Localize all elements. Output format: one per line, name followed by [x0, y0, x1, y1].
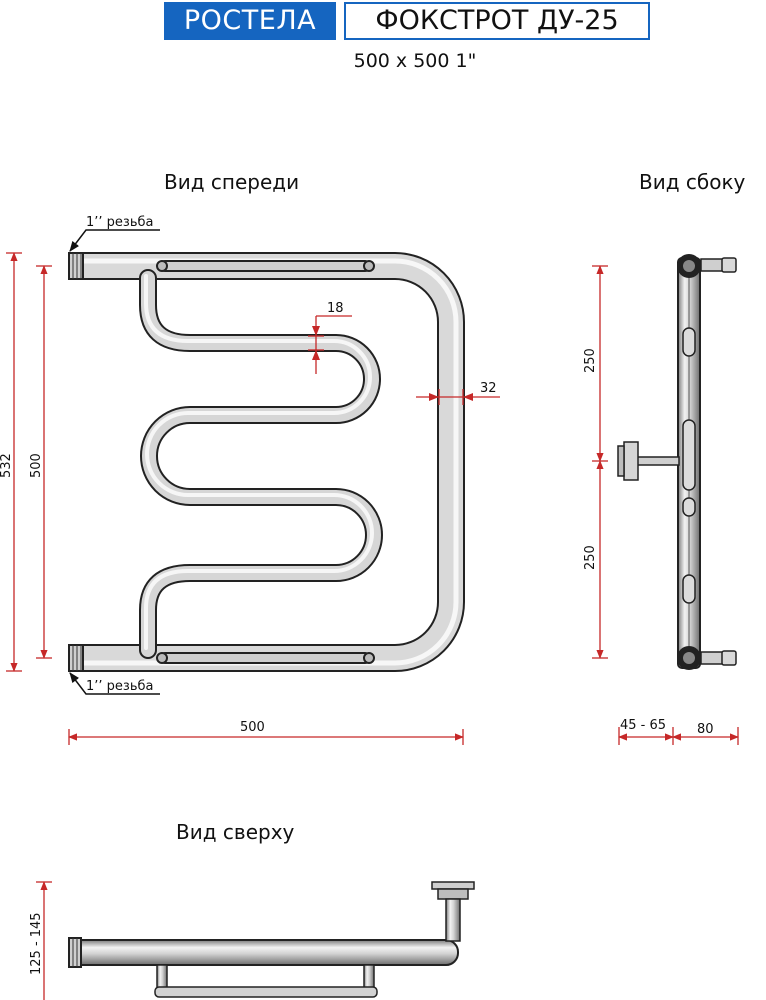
- thread-top-leader: [69, 229, 160, 252]
- frame-pipe-outline: [70, 252, 465, 672]
- total-height-label: 532: [0, 453, 14, 478]
- thread-bottom-label: 1’’ резьба: [86, 679, 153, 694]
- bottom-shelf-bar: [159, 652, 371, 664]
- frame-pipe: [70, 254, 463, 670]
- side-upper-label: 250: [583, 348, 598, 373]
- side-wall-bracket: [617, 441, 680, 481]
- side-lower-label: 250: [583, 545, 598, 570]
- top-view-wall-label: 125 - 145: [29, 912, 44, 975]
- side-depth-label: 80: [697, 722, 714, 737]
- frame-pipe-highlight: [70, 258, 459, 666]
- top-view-title: Вид сверху: [176, 820, 295, 844]
- top-view-wall-dimension: [36, 881, 52, 1000]
- center-distance-dimension: [36, 265, 52, 659]
- side-coil-segments: [682, 327, 696, 604]
- width-label: 500: [240, 720, 265, 735]
- side-view: 250 250 45 - 65 80: [583, 254, 739, 745]
- side-wall-offset-label: 45 - 65: [620, 718, 666, 733]
- top-thread: [68, 252, 84, 280]
- brand-badge: РОСТЕЛА: [164, 2, 336, 40]
- model-size: 500 x 500 1": [353, 50, 477, 72]
- thread-bottom-leader: [69, 672, 160, 695]
- coil-gap-dimension: [308, 315, 352, 374]
- pipe-diameter-label: 32: [480, 381, 497, 396]
- bottom-thread: [68, 644, 84, 672]
- front-view-title: Вид спереди: [164, 170, 300, 194]
- coil-gap-label: 18: [327, 301, 344, 316]
- model-title: ФОКСТРОТ ДУ-25: [344, 2, 650, 40]
- top-shelf-bolt-right: [363, 260, 375, 272]
- center-distance-label: 500: [29, 453, 44, 478]
- top-view-pipe: [69, 939, 459, 966]
- thread-top-label: 1’’ резьба: [86, 215, 153, 230]
- side-top-nipple: [700, 257, 737, 273]
- total-height-dimension: [6, 252, 22, 672]
- coil-pipe-highlight: [144, 274, 374, 650]
- pipe-diameter-dimension: [416, 389, 500, 405]
- top-view-bracket: [431, 881, 475, 942]
- side-bottom-nipple: [700, 650, 737, 666]
- side-depth-dimensions: [618, 727, 739, 745]
- top-shelf-bolt-left: [156, 260, 168, 272]
- top-shelf-bar: [159, 260, 371, 272]
- width-dimension: [68, 729, 464, 745]
- top-view: 125 - 145: [29, 881, 475, 1000]
- front-view: 1’’ резьба 1’’ резьба 18 32: [0, 215, 500, 745]
- side-view-title: Вид сбоку: [639, 170, 746, 194]
- top-view-shelf: [154, 964, 378, 998]
- bottom-shelf-bolt-left: [156, 652, 168, 664]
- side-lower-dimension: [592, 460, 608, 659]
- top-view-thread: [68, 937, 82, 968]
- coil-pipe-outline: [139, 269, 383, 659]
- bottom-shelf-bolt-right: [363, 652, 375, 664]
